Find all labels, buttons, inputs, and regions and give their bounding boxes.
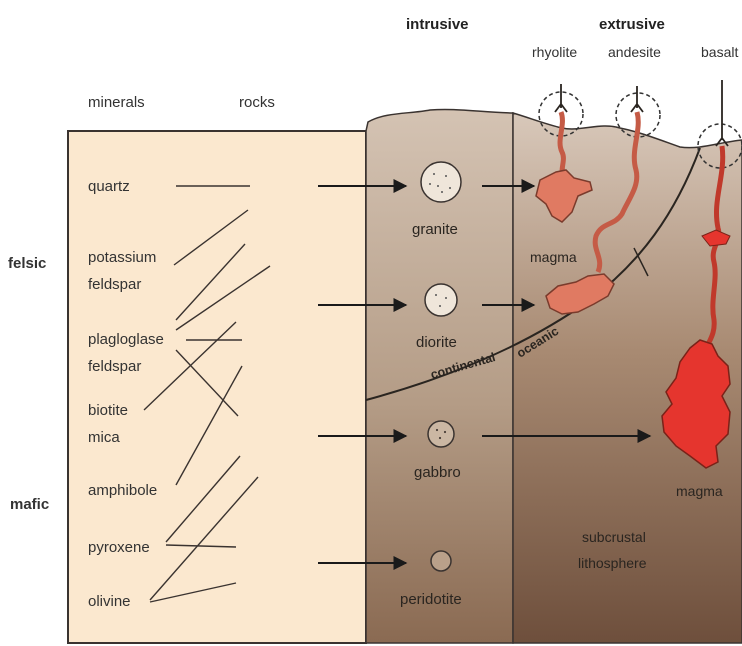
rhyolite-vent [555, 84, 567, 112]
basalt-vent [716, 80, 728, 146]
label-andesite: andesite [608, 44, 661, 60]
mineral-potassium-line2: feldspar [88, 276, 141, 293]
header-extrusive: extrusive [599, 16, 665, 33]
rock-diorite: diorite [416, 334, 457, 351]
mineral-potassium-line1: potassium [88, 249, 156, 266]
header-rocks: rocks [239, 94, 275, 111]
mineral-biotite-line2: mica [88, 429, 120, 446]
label-rhyolite: rhyolite [532, 44, 577, 60]
mineral-panel [68, 131, 366, 643]
label-mafic: mafic [10, 496, 49, 513]
header-intrusive: intrusive [406, 16, 469, 33]
label-subcrustal-line1: subcrustal [582, 529, 646, 545]
mineral-pyroxene: pyroxene [88, 539, 150, 556]
andesite-vent [631, 86, 643, 112]
mineral-plagioclase-line1: plagloglase [88, 331, 164, 348]
granite-symbol [421, 162, 461, 202]
rock-gabbro: gabbro [414, 464, 461, 481]
label-subcrustal-line2: lithosphere [578, 555, 647, 571]
label-magma-lower: magma [676, 483, 723, 499]
label-felsic: felsic [8, 255, 46, 272]
label-basalt: basalt [701, 44, 738, 60]
label-magma-upper: magma [530, 249, 577, 265]
rock-peridotite: peridotite [400, 591, 462, 608]
mineral-amphibole: amphibole [88, 482, 157, 499]
mineral-biotite-line1: biotite [88, 402, 128, 419]
gabbro-symbol [428, 421, 454, 447]
peridotite-symbol [431, 551, 451, 571]
rock-granite: granite [412, 221, 458, 238]
mineral-plagioclase-line2: feldspar [88, 358, 141, 375]
mineral-quartz: quartz [88, 178, 130, 195]
header-minerals: minerals [88, 94, 145, 111]
diorite-symbol [425, 284, 457, 316]
mineral-olivine: olivine [88, 593, 131, 610]
